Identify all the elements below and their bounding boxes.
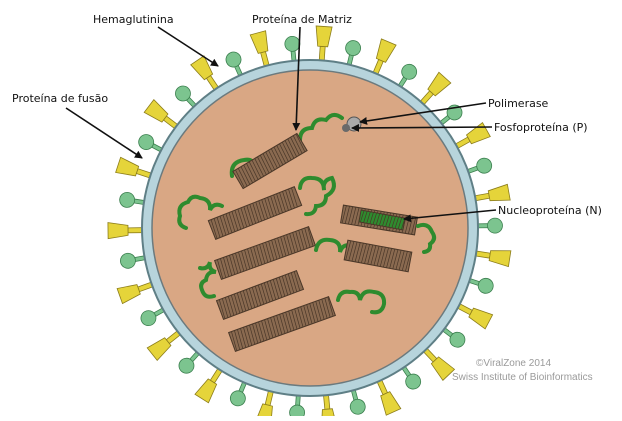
label-fusion-protein: Proteína de fusão xyxy=(12,92,108,105)
arrow-phosphoprotein xyxy=(352,127,492,128)
phosphoprotein-icon xyxy=(342,124,350,132)
arrow-hemagglutinin xyxy=(158,27,218,66)
credit-line-1: ©ViralZone 2014 xyxy=(476,358,551,370)
label-phosphoprotein: Fosfoproteína (P) xyxy=(494,121,588,134)
label-matrix-protein: Proteína de Matriz xyxy=(252,13,352,26)
arrow-fusion-protein xyxy=(66,108,142,158)
virion-interior xyxy=(152,70,468,386)
label-nucleoprotein: Nucleoproteína (N) xyxy=(498,204,602,217)
credit-line-2: Swiss Institute of Bioinformatics xyxy=(452,372,593,384)
label-hemagglutinin: Hemaglutinina xyxy=(93,13,174,26)
label-polymerase: Polimerase xyxy=(488,97,548,110)
